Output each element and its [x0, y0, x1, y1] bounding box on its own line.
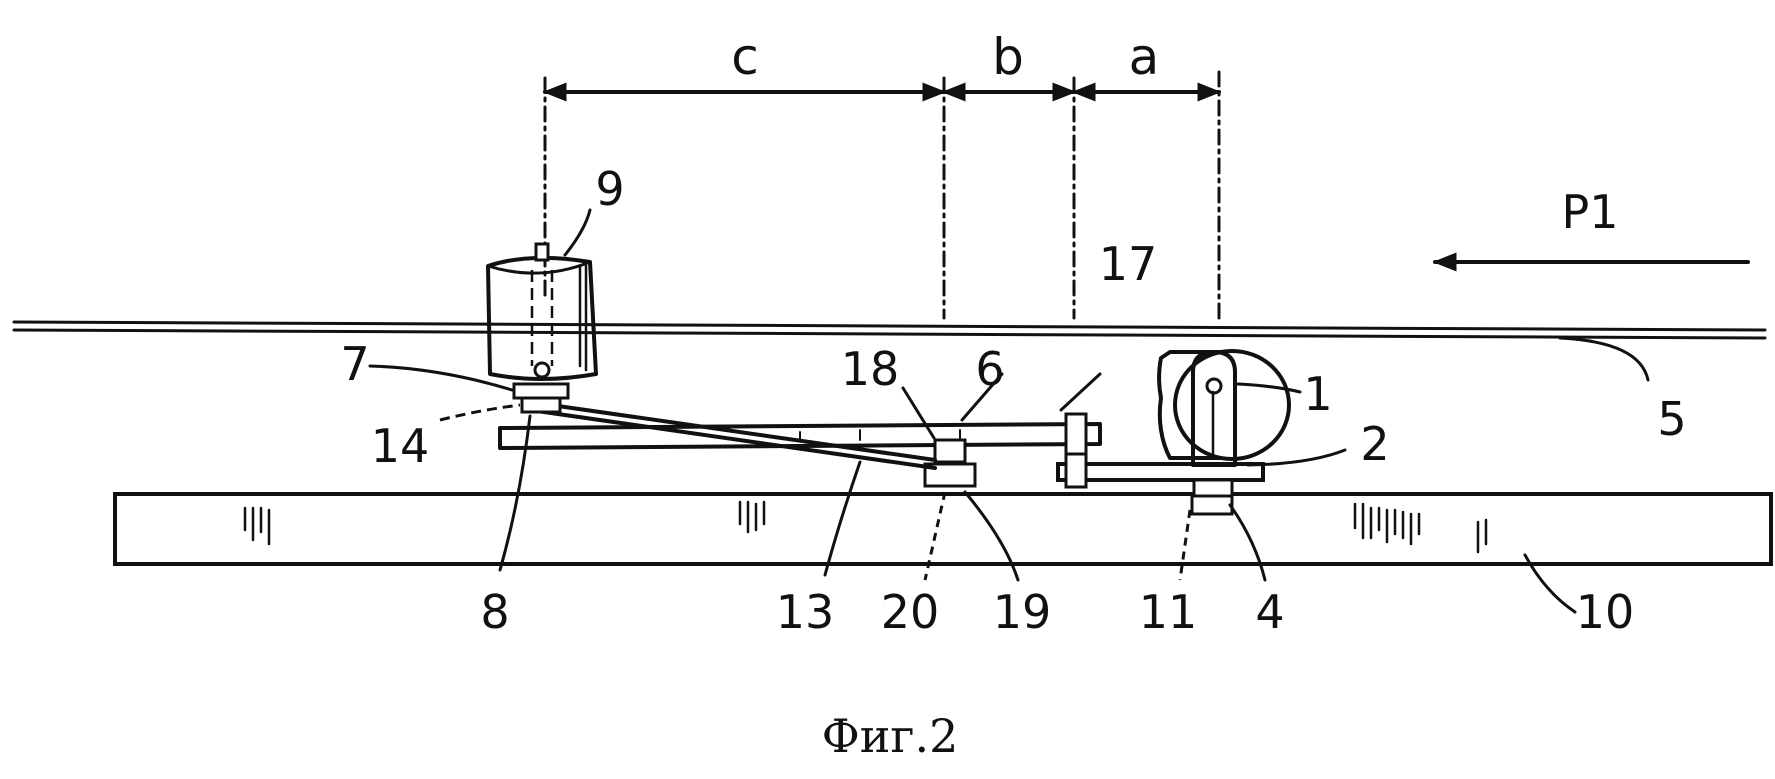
dimension-a-label: a: [1129, 28, 1160, 86]
label-4: 4: [1255, 585, 1284, 639]
label-18: 18: [841, 342, 900, 396]
roller-1: [1157, 349, 1291, 467]
label-2: 2: [1360, 417, 1389, 471]
link-rod-13: [528, 400, 937, 470]
label-20: 20: [881, 585, 940, 639]
label-11: 11: [1139, 585, 1198, 639]
bearing-4: [1190, 478, 1234, 516]
label-5: 5: [1657, 392, 1686, 446]
label-10: 10: [1576, 585, 1635, 639]
dimension-c-label: c: [731, 28, 759, 86]
motor-mount-7: [512, 382, 570, 414]
label-9: 9: [595, 162, 624, 216]
label-1: 1: [1303, 367, 1332, 421]
joint-18-19: [923, 438, 977, 488]
label-13: 13: [776, 585, 835, 639]
label-6: 6: [975, 342, 1004, 396]
rail-5: [12, 320, 1767, 340]
dimension-lines: [542, 70, 1222, 320]
label-8: 8: [480, 585, 509, 639]
label-7: 7: [340, 337, 369, 391]
figure-caption: Фиг.2: [822, 709, 959, 763]
label-19: 19: [993, 585, 1052, 639]
lever-6: [498, 422, 1102, 450]
label-14: 14: [371, 419, 430, 473]
label-17: 17: [1099, 237, 1158, 291]
leader-lines: [368, 208, 1650, 614]
pin-17: [1064, 412, 1088, 456]
base-beam-10: [113, 492, 1773, 566]
dimension-b-label: b: [992, 28, 1024, 86]
direction-label: P1: [1561, 185, 1618, 239]
motor-9: [486, 242, 598, 381]
